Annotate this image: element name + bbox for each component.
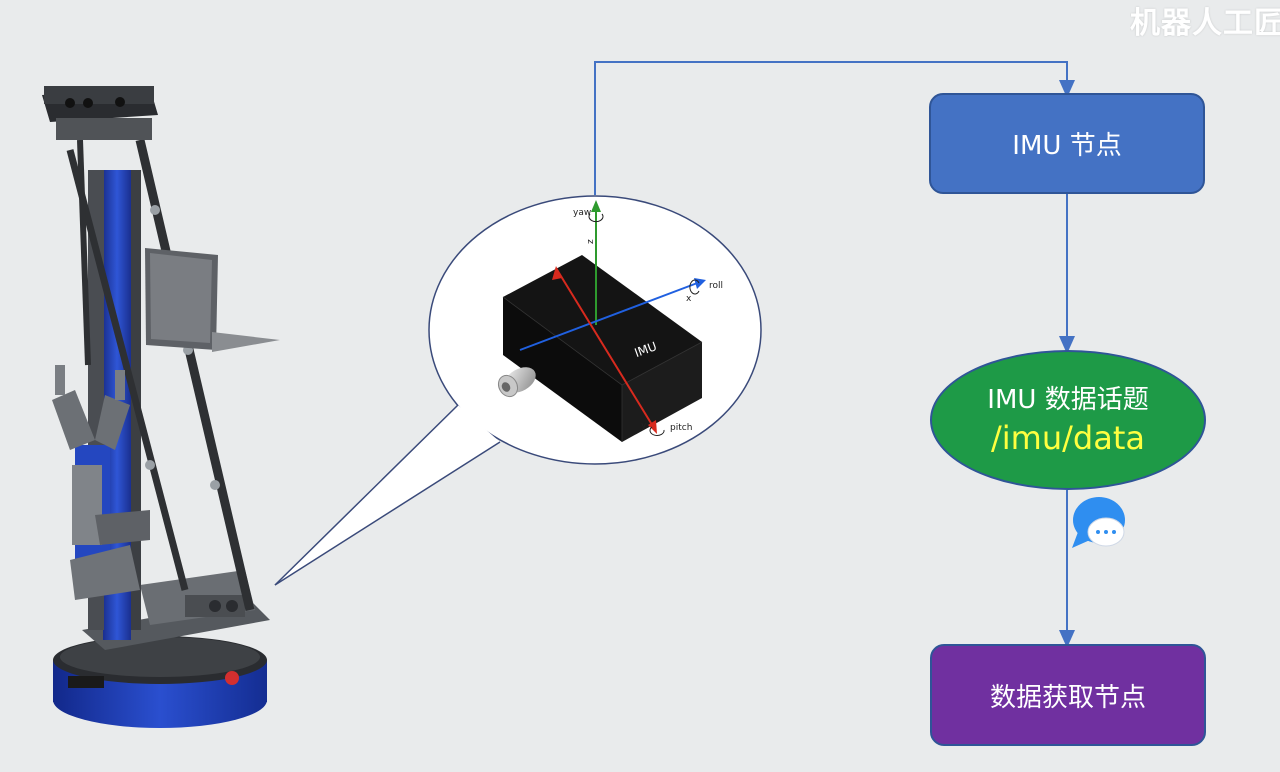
message-bubble-icon <box>1072 497 1125 548</box>
data-acquisition-node[interactable]: 数据获取节点 <box>930 644 1206 746</box>
topic-name: /imu/data <box>991 419 1145 457</box>
axis-label-y: y <box>641 421 647 431</box>
axis-label-yaw: yaw <box>573 208 591 218</box>
imu-axes: yaw z x roll y pitch IMU <box>519 200 723 436</box>
connector-icon <box>497 367 536 398</box>
watermark: 机器人工匠 <box>1130 6 1280 41</box>
axis-label-roll: roll <box>709 281 723 291</box>
robot-illustration <box>42 86 280 728</box>
axis-label-pitch: pitch <box>670 423 692 433</box>
axis-label-x: x <box>686 294 692 304</box>
imu-data-topic[interactable]: IMU 数据话题 /imu/data <box>930 350 1206 490</box>
data-acquisition-node-label: 数据获取节点 <box>989 682 1146 713</box>
imu-node[interactable]: IMU 节点 <box>929 93 1205 194</box>
flow-connectors <box>594 61 1075 648</box>
imu-chip <box>497 255 703 442</box>
axis-label-z: z <box>586 239 596 244</box>
topic-title: IMU 数据话题 <box>987 385 1149 415</box>
imu-node-label: IMU 节点 <box>1012 131 1122 161</box>
